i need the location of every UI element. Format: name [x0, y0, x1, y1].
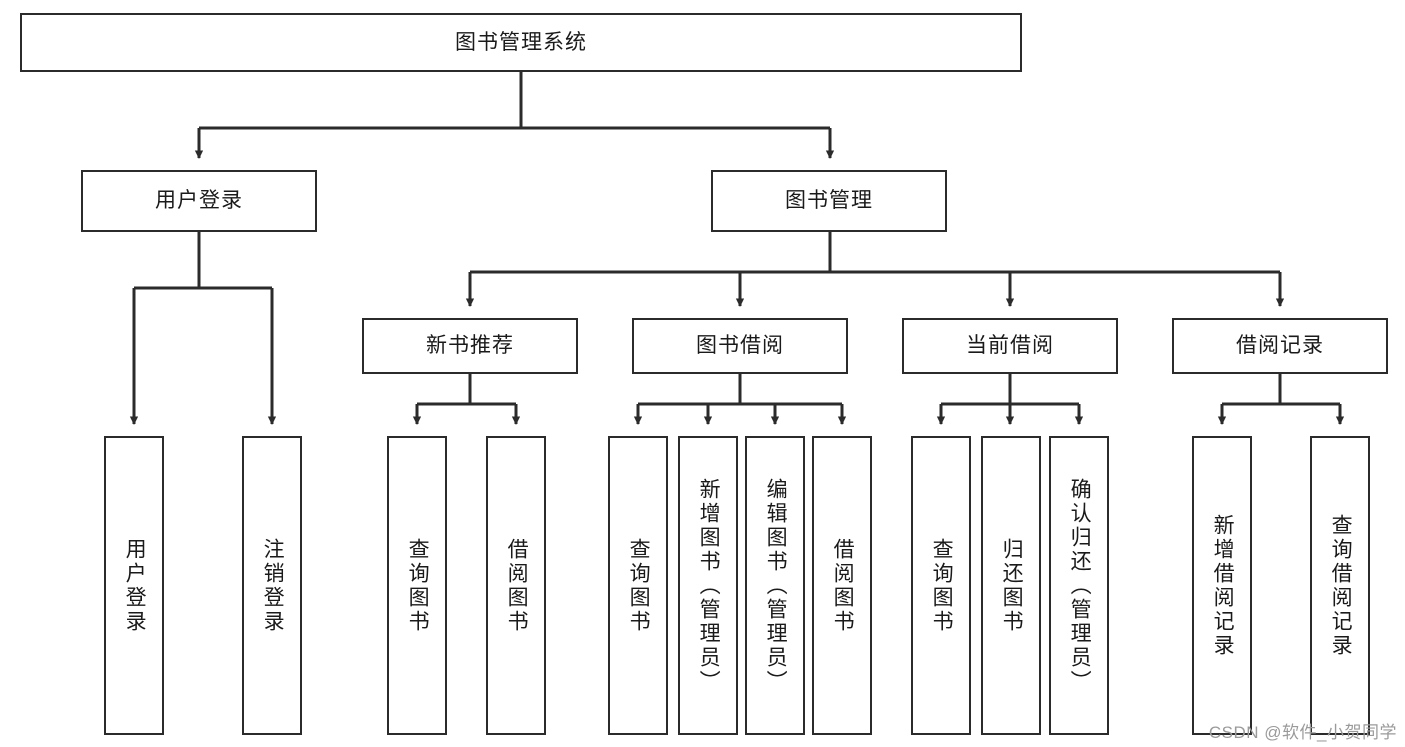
- node-leaf-borrow-add-book[interactable]: 新增图书（管理员）: [678, 436, 738, 735]
- node-leaf-borrow-lend-book-label: 借阅图书: [831, 537, 855, 634]
- node-leaf-cur-confirm-return[interactable]: 确认归还（管理员）: [1049, 436, 1109, 735]
- node-leaf-rec-query-record-label: 查询借阅记录: [1329, 513, 1353, 658]
- node-leaf-user-logout[interactable]: 注销登录: [242, 436, 302, 735]
- node-leaf-rec-borrow-book[interactable]: 借阅图书: [486, 436, 546, 735]
- node-current-borrow[interactable]: 当前借阅: [902, 318, 1118, 374]
- node-book-borrow-label: 图书借阅: [696, 334, 784, 358]
- node-book-manage[interactable]: 图书管理: [711, 170, 947, 232]
- node-root[interactable]: 图书管理系统: [20, 13, 1022, 72]
- node-book-borrow[interactable]: 图书借阅: [632, 318, 848, 374]
- node-leaf-cur-query-book-label: 查询图书: [930, 537, 954, 634]
- node-leaf-cur-return-book[interactable]: 归还图书: [981, 436, 1041, 735]
- node-leaf-rec-query-book-label: 查询图书: [406, 537, 430, 634]
- node-new-book-rec-label: 新书推荐: [426, 334, 514, 358]
- node-leaf-rec-add-record-label: 新增借阅记录: [1211, 513, 1235, 658]
- node-leaf-borrow-edit-book[interactable]: 编辑图书（管理员）: [745, 436, 805, 735]
- node-leaf-cur-query-book[interactable]: 查询图书: [911, 436, 971, 735]
- node-leaf-borrow-lend-book[interactable]: 借阅图书: [812, 436, 872, 735]
- node-root-label: 图书管理系统: [455, 30, 587, 54]
- node-leaf-cur-confirm-return-label: 确认归还（管理员）: [1068, 477, 1092, 694]
- node-leaf-borrow-query-book[interactable]: 查询图书: [608, 436, 668, 735]
- node-book-manage-label: 图书管理: [785, 189, 873, 213]
- node-user-login-label: 用户登录: [155, 189, 243, 213]
- node-leaf-borrow-edit-book-label: 编辑图书（管理员）: [764, 477, 788, 694]
- node-leaf-rec-query-book[interactable]: 查询图书: [387, 436, 447, 735]
- node-leaf-user-logout-label: 注销登录: [261, 537, 285, 634]
- node-leaf-borrow-add-book-label: 新增图书（管理员）: [697, 477, 721, 694]
- watermark: CSDN @软件_小贺同学: [1208, 723, 1397, 742]
- node-leaf-borrow-query-book-label: 查询图书: [627, 537, 651, 634]
- node-borrow-record-label: 借阅记录: [1236, 334, 1324, 358]
- node-leaf-user-login-label: 用户登录: [123, 537, 147, 634]
- node-leaf-rec-borrow-book-label: 借阅图书: [505, 537, 529, 634]
- node-leaf-rec-query-record[interactable]: 查询借阅记录: [1310, 436, 1370, 735]
- node-new-book-rec[interactable]: 新书推荐: [362, 318, 578, 374]
- node-current-borrow-label: 当前借阅: [966, 334, 1054, 358]
- node-user-login[interactable]: 用户登录: [81, 170, 317, 232]
- node-leaf-cur-return-book-label: 归还图书: [1000, 537, 1024, 634]
- node-leaf-user-login[interactable]: 用户登录: [104, 436, 164, 735]
- node-borrow-record[interactable]: 借阅记录: [1172, 318, 1388, 374]
- node-leaf-rec-add-record[interactable]: 新增借阅记录: [1192, 436, 1252, 735]
